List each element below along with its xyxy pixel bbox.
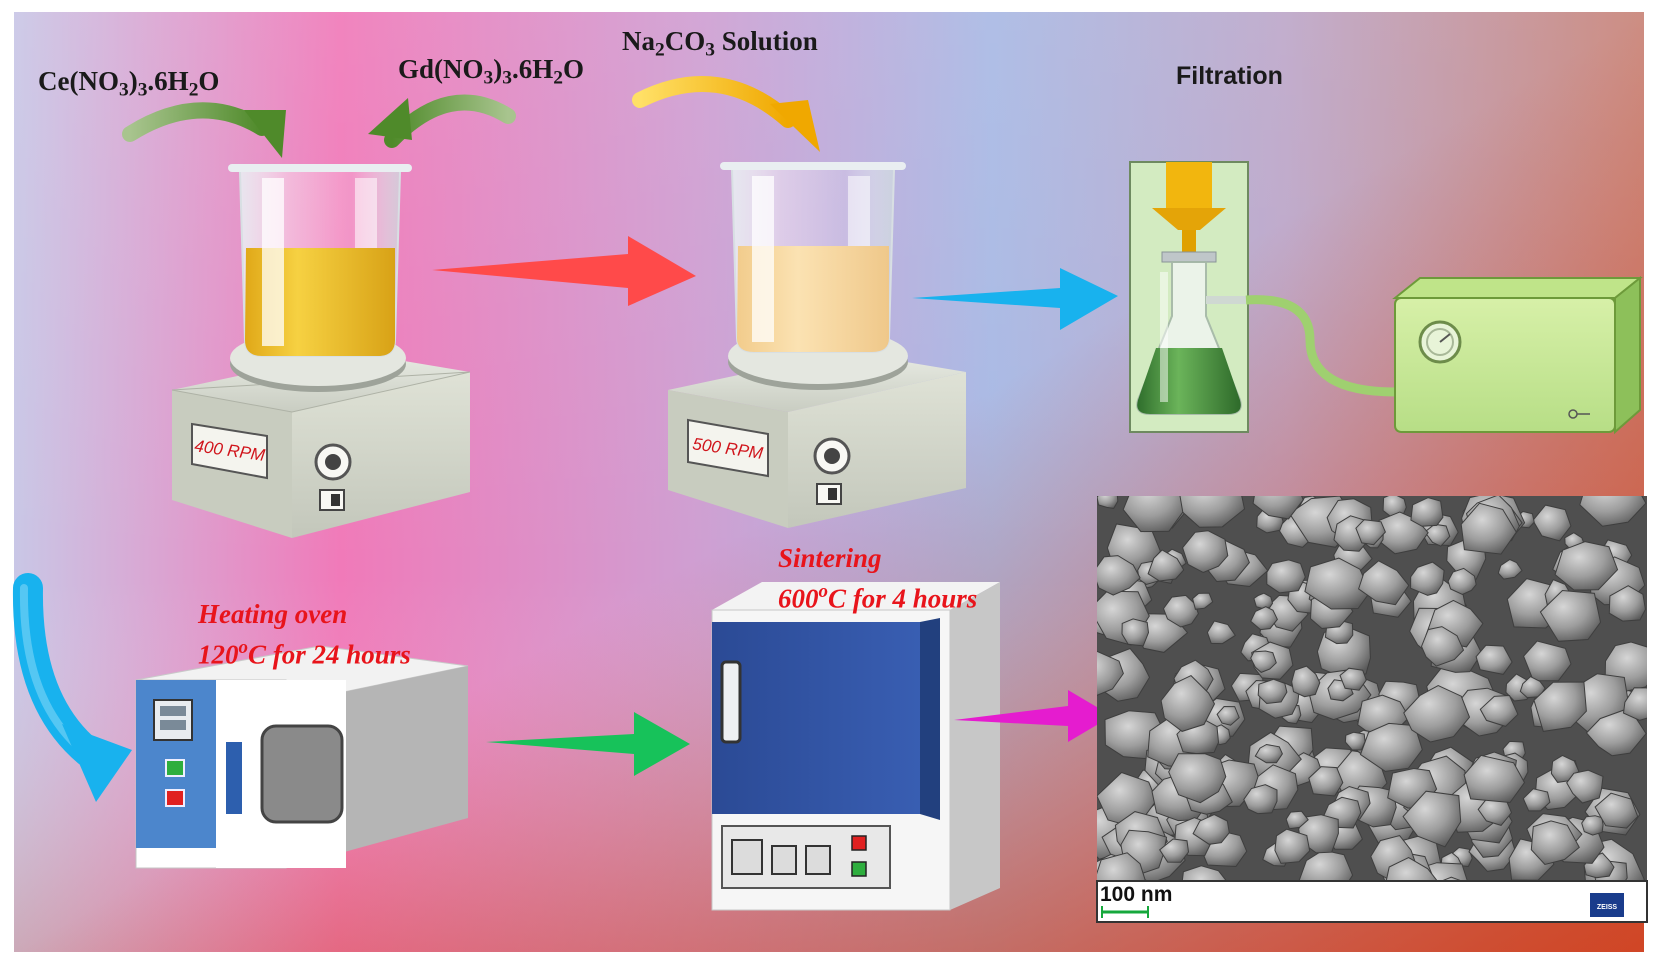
sintering-furnace [712,582,1000,910]
sem-grain [1258,679,1287,703]
oven-handle-icon [226,742,242,814]
svg-text:ZEISS: ZEISS [1597,904,1618,911]
beaker-1 [232,168,408,356]
scale-label: 100 nm [1100,883,1172,906]
sem-grain [1267,560,1306,593]
ce-nitrate-label: Ce(NO3)3.6H2O [38,66,219,101]
sem-grain [1582,816,1603,835]
filtration-label: Filtration [1176,62,1283,91]
gd-nitrate-label: Gd(NO3)3.6H2O [398,54,584,89]
sem-image: 100 nm ZEISS [1076,471,1658,922]
beaker-2 [724,166,902,352]
furnace-handle-icon [722,662,740,742]
na2co3-label: Na2CO3 Solution [622,26,818,61]
filtration-setup [1130,162,1248,432]
vacuum-pump [1395,278,1640,432]
sem-info-bar [1097,881,1647,922]
